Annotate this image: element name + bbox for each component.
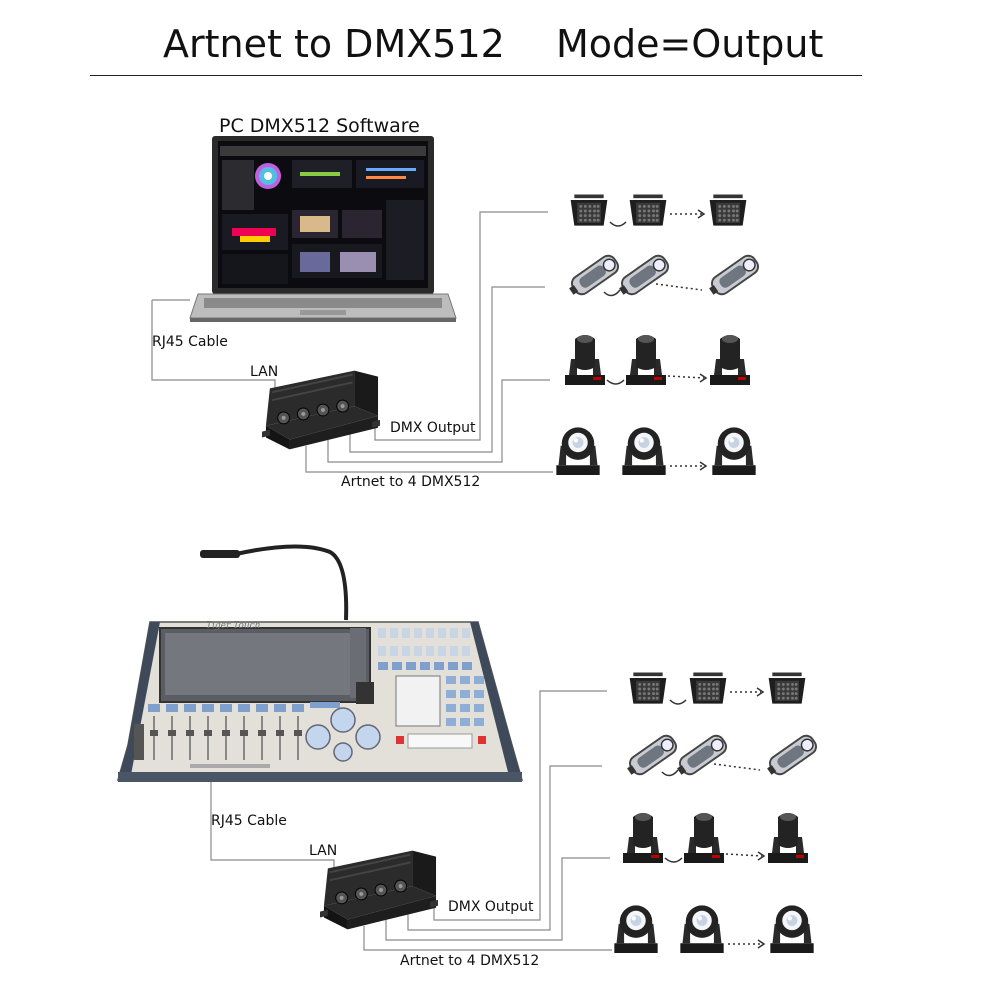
- fixture-row-beam: [614, 905, 814, 953]
- moving-head-spot-icon: [623, 813, 663, 863]
- led-bar-icon: [566, 251, 623, 301]
- moving-head-beam-icon: [622, 427, 666, 475]
- par-light-icon: [768, 672, 806, 704]
- fixture-row-bar: [566, 251, 763, 301]
- fixture-row-beam: [556, 427, 756, 475]
- moving-head-beam-icon: [614, 905, 658, 953]
- par-light-icon: [709, 194, 747, 226]
- lan-label: LAN: [309, 843, 338, 859]
- lighting-software-screen: [220, 146, 426, 284]
- moving-head-spot-icon: [626, 335, 666, 385]
- moving-head-spot-icon: [565, 335, 605, 385]
- par-light-icon: [570, 194, 608, 226]
- par-light-icon: [629, 194, 667, 226]
- dmx-output-label: DMX Output: [390, 420, 476, 436]
- led-bar-icon: [706, 251, 763, 301]
- moving-head-spot-icon: [768, 813, 808, 863]
- fixture-row-spot: [623, 813, 808, 863]
- title: Artnet to DMX512: [163, 22, 505, 66]
- pc-software-label: PC DMX512 Software: [219, 115, 420, 137]
- dmx-output-label: DMX Output: [448, 899, 534, 915]
- fixture-row-par: [629, 672, 806, 705]
- moving-head-beam-icon: [712, 427, 756, 475]
- led-bar-icon: [616, 251, 673, 301]
- rj45-cable-label: RJ45 Cable: [152, 334, 228, 350]
- cable-lines: [151, 211, 553, 473]
- mode-label: Mode=Output: [556, 22, 824, 66]
- led-bar-icon: [764, 731, 821, 781]
- moving-head-spot-icon: [710, 335, 750, 385]
- artnet-node: [262, 370, 380, 450]
- fixture-row-par: [570, 194, 747, 227]
- led-bar-icon: [674, 731, 731, 781]
- artnet-label: Artnet to 4 DMX512: [341, 474, 481, 490]
- rj45-cable-label: RJ45 Cable: [211, 813, 287, 829]
- par-light-icon: [689, 672, 727, 704]
- cable-lines: [210, 690, 612, 951]
- moving-head-beam-icon: [556, 427, 600, 475]
- fixture-row-spot: [565, 335, 750, 385]
- fixture-row-bar: [624, 731, 821, 781]
- led-bar-icon: [624, 731, 681, 781]
- gooseneck-lamp: [200, 544, 349, 621]
- artnet-node: [320, 850, 438, 930]
- moving-head-beam-icon: [770, 905, 814, 953]
- par-light-icon: [629, 672, 667, 704]
- title-divider: [90, 75, 862, 76]
- moving-head-spot-icon: [684, 813, 724, 863]
- laptop: [189, 136, 457, 322]
- console-brand: Tiger Touch: [206, 621, 261, 631]
- lan-label: LAN: [250, 364, 279, 380]
- moving-head-beam-icon: [680, 905, 724, 953]
- artnet-label: Artnet to 4 DMX512: [400, 953, 540, 969]
- lighting-console: [117, 621, 523, 782]
